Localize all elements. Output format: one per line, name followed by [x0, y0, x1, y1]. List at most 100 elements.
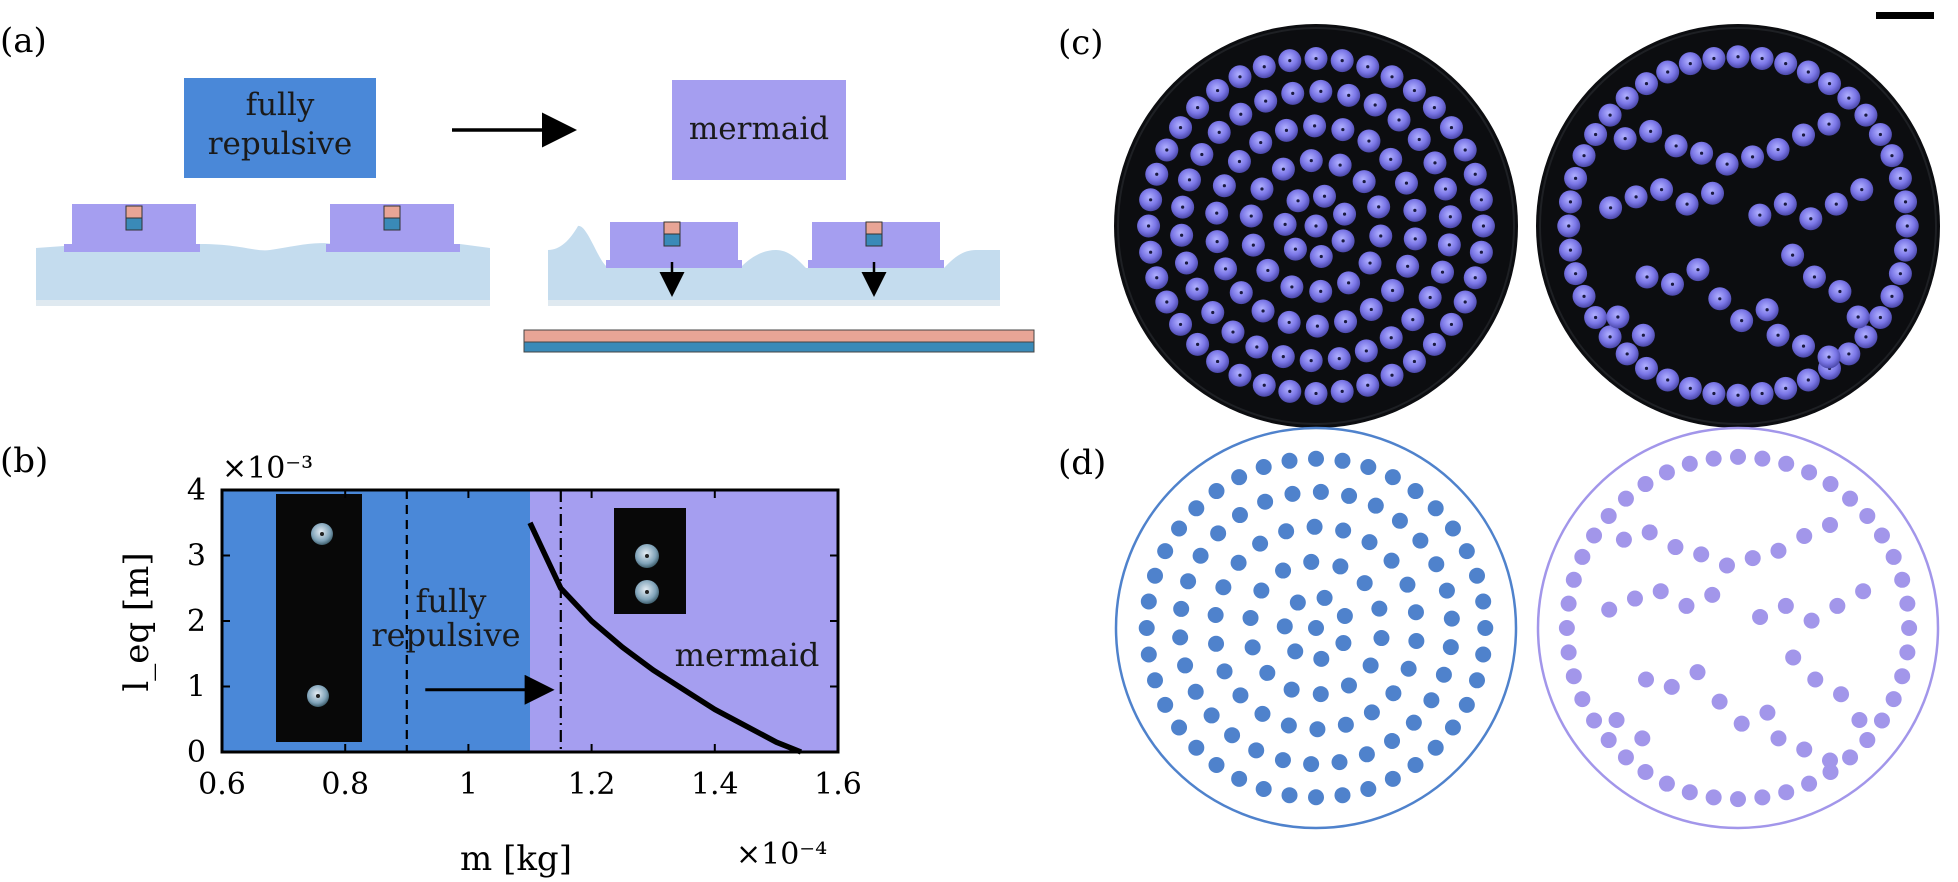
particle-dot	[1822, 763, 1839, 780]
dots-fully-repulsive	[1114, 426, 1518, 830]
particle-dot	[1275, 562, 1292, 579]
particle-dot	[1259, 664, 1276, 681]
particle-dot	[1468, 672, 1485, 689]
particle-dot	[1188, 739, 1205, 756]
particle-dot	[1600, 507, 1617, 524]
particle-dot	[1705, 789, 1722, 806]
particle-dot	[1894, 668, 1911, 685]
particle-dot	[1384, 469, 1401, 486]
liquid-left-shadow	[36, 300, 490, 306]
particle-dot	[1475, 593, 1492, 610]
particle-dot	[1693, 546, 1710, 563]
particle-dot	[1383, 552, 1400, 569]
particle-dot	[1334, 787, 1351, 804]
particle-dot	[1173, 600, 1190, 617]
region-label-repulsive-1: fully	[416, 582, 487, 620]
particle-dot	[1385, 685, 1402, 702]
particle-dot	[1663, 678, 1680, 695]
particle-dot	[1312, 686, 1329, 703]
particle-dot	[1617, 749, 1634, 766]
particle-dot	[1601, 601, 1618, 618]
particle-dot	[1733, 715, 1750, 732]
particle-dot	[1754, 789, 1771, 806]
particle-dot	[1138, 620, 1155, 636]
particle-dot	[1822, 516, 1838, 533]
liquid-right-shadow	[548, 300, 1000, 306]
inset-photo-bound	[614, 508, 686, 614]
x-tick-label: 1	[459, 767, 478, 802]
particle-dot	[1777, 597, 1794, 614]
particle-dot	[1253, 582, 1270, 599]
particle-dot	[1615, 531, 1632, 548]
particle-dot	[1444, 520, 1461, 537]
y-tick-label: 1	[187, 670, 206, 705]
particle-dot	[1443, 610, 1460, 627]
particle-dot	[1278, 523, 1295, 540]
particle-dot	[1658, 775, 1675, 792]
particle-dot	[1308, 789, 1324, 806]
particle-dot	[1754, 450, 1771, 467]
particle-dot	[1560, 644, 1577, 661]
particle-dot	[1658, 464, 1675, 481]
particle-dot	[1255, 780, 1272, 797]
y-tick-label: 2	[187, 604, 206, 639]
magnet-plate-bottom	[523, 341, 1035, 353]
panel-a: (a) fully repulsive mermaid	[0, 21, 1035, 353]
box-left-line1: fully	[246, 87, 315, 123]
particle-dot	[1391, 512, 1408, 529]
box-left-line2: repulsive	[208, 126, 353, 162]
particle-dot	[1855, 583, 1872, 600]
particle-dot	[1147, 567, 1164, 584]
particle-dot	[1140, 646, 1157, 663]
panel-d: (d)	[1058, 426, 1940, 830]
particle-dot	[1171, 520, 1188, 537]
particle-dot	[1340, 677, 1357, 694]
floater-left-1	[64, 204, 200, 252]
particle-dot	[1252, 535, 1269, 552]
region-fully-repulsive	[222, 490, 530, 752]
particle-dot	[1363, 704, 1380, 721]
x-tick-label: 1.6	[814, 767, 862, 802]
particle-dot	[1752, 608, 1769, 625]
particle-dot	[1332, 558, 1349, 575]
panel-d-label: (d)	[1058, 443, 1106, 483]
particle-dot	[1444, 719, 1461, 736]
particle-dot	[1842, 490, 1859, 507]
particle-dot	[1641, 524, 1658, 541]
particle-dot	[1373, 630, 1390, 647]
particle-dot	[1637, 763, 1654, 780]
particle-dot	[1770, 542, 1787, 559]
leq-curve	[527, 521, 803, 755]
particle-dot	[1842, 749, 1859, 766]
particle-dot	[1276, 618, 1293, 635]
y-tick-label: 4	[187, 473, 206, 508]
x-tick-label: 0.6	[198, 767, 246, 802]
particle-dot	[1796, 741, 1813, 758]
particle-dot	[1188, 500, 1205, 517]
panel-a-label: (a)	[0, 21, 47, 61]
particle-dot	[1303, 553, 1320, 570]
particle-dot	[1210, 525, 1227, 542]
particle-dot	[1289, 594, 1306, 611]
particle-dot	[1442, 639, 1459, 656]
x-tick-label: 1.4	[691, 767, 739, 802]
particle-dot	[1807, 671, 1824, 688]
particle-dot	[1801, 775, 1818, 792]
particle-dot	[1634, 730, 1651, 747]
particle-dot	[1859, 507, 1876, 524]
particle-dot	[1600, 732, 1617, 749]
particle-dot	[1316, 589, 1333, 606]
particle-dot	[1565, 668, 1582, 685]
particle-dot	[1192, 547, 1209, 564]
particle-dot	[1873, 527, 1890, 544]
particle-dot	[1705, 450, 1722, 467]
particle-dot	[1180, 573, 1197, 590]
particle-dot	[1704, 586, 1721, 603]
particle-dot	[1565, 571, 1582, 588]
particle-dot	[1885, 691, 1902, 708]
particle-dot	[1337, 716, 1354, 733]
particle-dot	[1458, 543, 1475, 560]
particle-dot	[1408, 632, 1425, 649]
x-tick-label: 1.2	[568, 767, 616, 802]
